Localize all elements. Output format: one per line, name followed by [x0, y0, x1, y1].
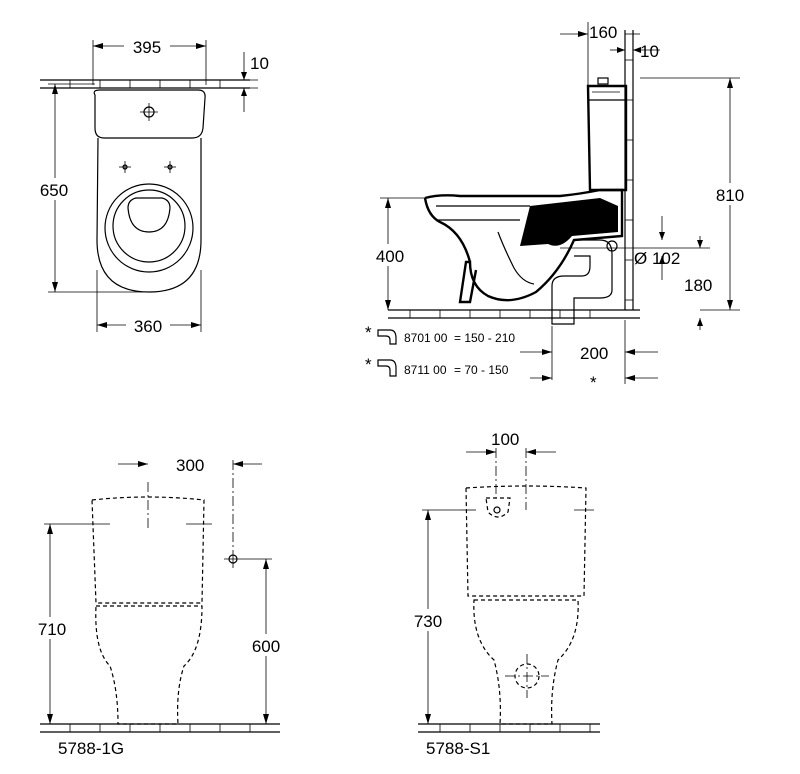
- dim-100: 100: [466, 430, 556, 455]
- bowl-top-outline: [96, 137, 202, 293]
- note-1: * 8701 00 = 150 - 210: [365, 323, 515, 345]
- bowl-side: [423, 188, 624, 304]
- dim-200: 200: [520, 320, 658, 384]
- dim-710: 710: [32, 523, 80, 724]
- dim-label-10-side: 10: [640, 42, 659, 61]
- dim-label-180: 180: [684, 276, 712, 295]
- dim-asterisk: *: [530, 373, 658, 392]
- dim-395: 395: [92, 36, 207, 85]
- note-1-asterisk: *: [365, 323, 372, 342]
- dim-label-diameter-102: Ø 102: [634, 249, 680, 268]
- dim-label-600: 600: [252, 637, 280, 656]
- model-label-1: 5788-1G: [58, 739, 124, 758]
- dim-730: 730: [408, 509, 460, 724]
- side-view: 160 10 810 400: [365, 22, 752, 392]
- dim-180: 180: [640, 236, 712, 330]
- cistern-front-1: [91, 496, 205, 604]
- bowl-front-2: [473, 599, 579, 725]
- dim-label-730: 730: [414, 612, 442, 631]
- dim-400: 400: [370, 197, 428, 310]
- dim-10-side: 10: [610, 42, 660, 61]
- front-view-2: 100 730 5788-S1: [408, 430, 600, 758]
- short-bend-icon: [377, 359, 397, 377]
- dim-label-395: 395: [133, 38, 161, 57]
- dim-160: 160: [560, 22, 640, 86]
- seat-outline: [104, 183, 194, 273]
- floor-line-front-2: [418, 723, 600, 733]
- cistern-front-2: [465, 485, 587, 597]
- dim-360: 360: [96, 270, 202, 336]
- bend-pipe-icon: [377, 329, 397, 345]
- top-view: 395 10 650: [36, 36, 269, 336]
- flush-lever-icon: [485, 497, 511, 518]
- model-label-2: 5788-S1: [426, 739, 490, 758]
- note-2-asterisk: *: [365, 355, 372, 374]
- dim-label-300: 300: [176, 456, 204, 475]
- dim-label-160: 160: [589, 23, 617, 42]
- note-2-range: = 70 - 150: [454, 363, 509, 377]
- note-2-code: 8711 00: [404, 363, 447, 377]
- bowl-front-1: [95, 605, 203, 725]
- note-1-code: 8701 00: [404, 331, 448, 345]
- front-view-1: 300 710 600 5788-1G: [32, 456, 286, 758]
- note-2: * 8711 00 = 70 - 150: [365, 355, 509, 377]
- asterisk-label: *: [590, 373, 597, 392]
- cistern-side: [586, 77, 628, 192]
- dim-label-810: 810: [716, 186, 744, 205]
- floor-line-side: [388, 309, 640, 319]
- flush-button-icon: [140, 103, 158, 121]
- dim-label-400: 400: [376, 247, 404, 266]
- dim-label-200: 200: [580, 344, 608, 363]
- floor-line-front-1: [40, 723, 280, 733]
- waste-pipe: [551, 239, 640, 325]
- outlet-icon: [505, 654, 549, 698]
- dim-label-710: 710: [38, 620, 66, 639]
- dim-300: 300: [118, 456, 262, 475]
- dim-650: 650: [36, 83, 145, 293]
- dim-label-100: 100: [491, 430, 519, 449]
- dim-600: 600: [242, 558, 286, 724]
- tank-top-outline: [93, 89, 206, 139]
- dim-label-650: 650: [40, 181, 68, 200]
- note-1-range: = 150 - 210: [454, 331, 515, 345]
- dim-810: 810: [640, 77, 752, 311]
- wall-line-top: [40, 79, 250, 89]
- inlet-point: [224, 550, 242, 568]
- dim-diameter-102: Ø 102: [634, 216, 680, 280]
- dim-label-10-top: 10: [250, 54, 269, 73]
- fixing-points: [119, 161, 176, 173]
- dim-label-360: 360: [134, 317, 162, 336]
- dim-10-top: 10: [238, 52, 269, 112]
